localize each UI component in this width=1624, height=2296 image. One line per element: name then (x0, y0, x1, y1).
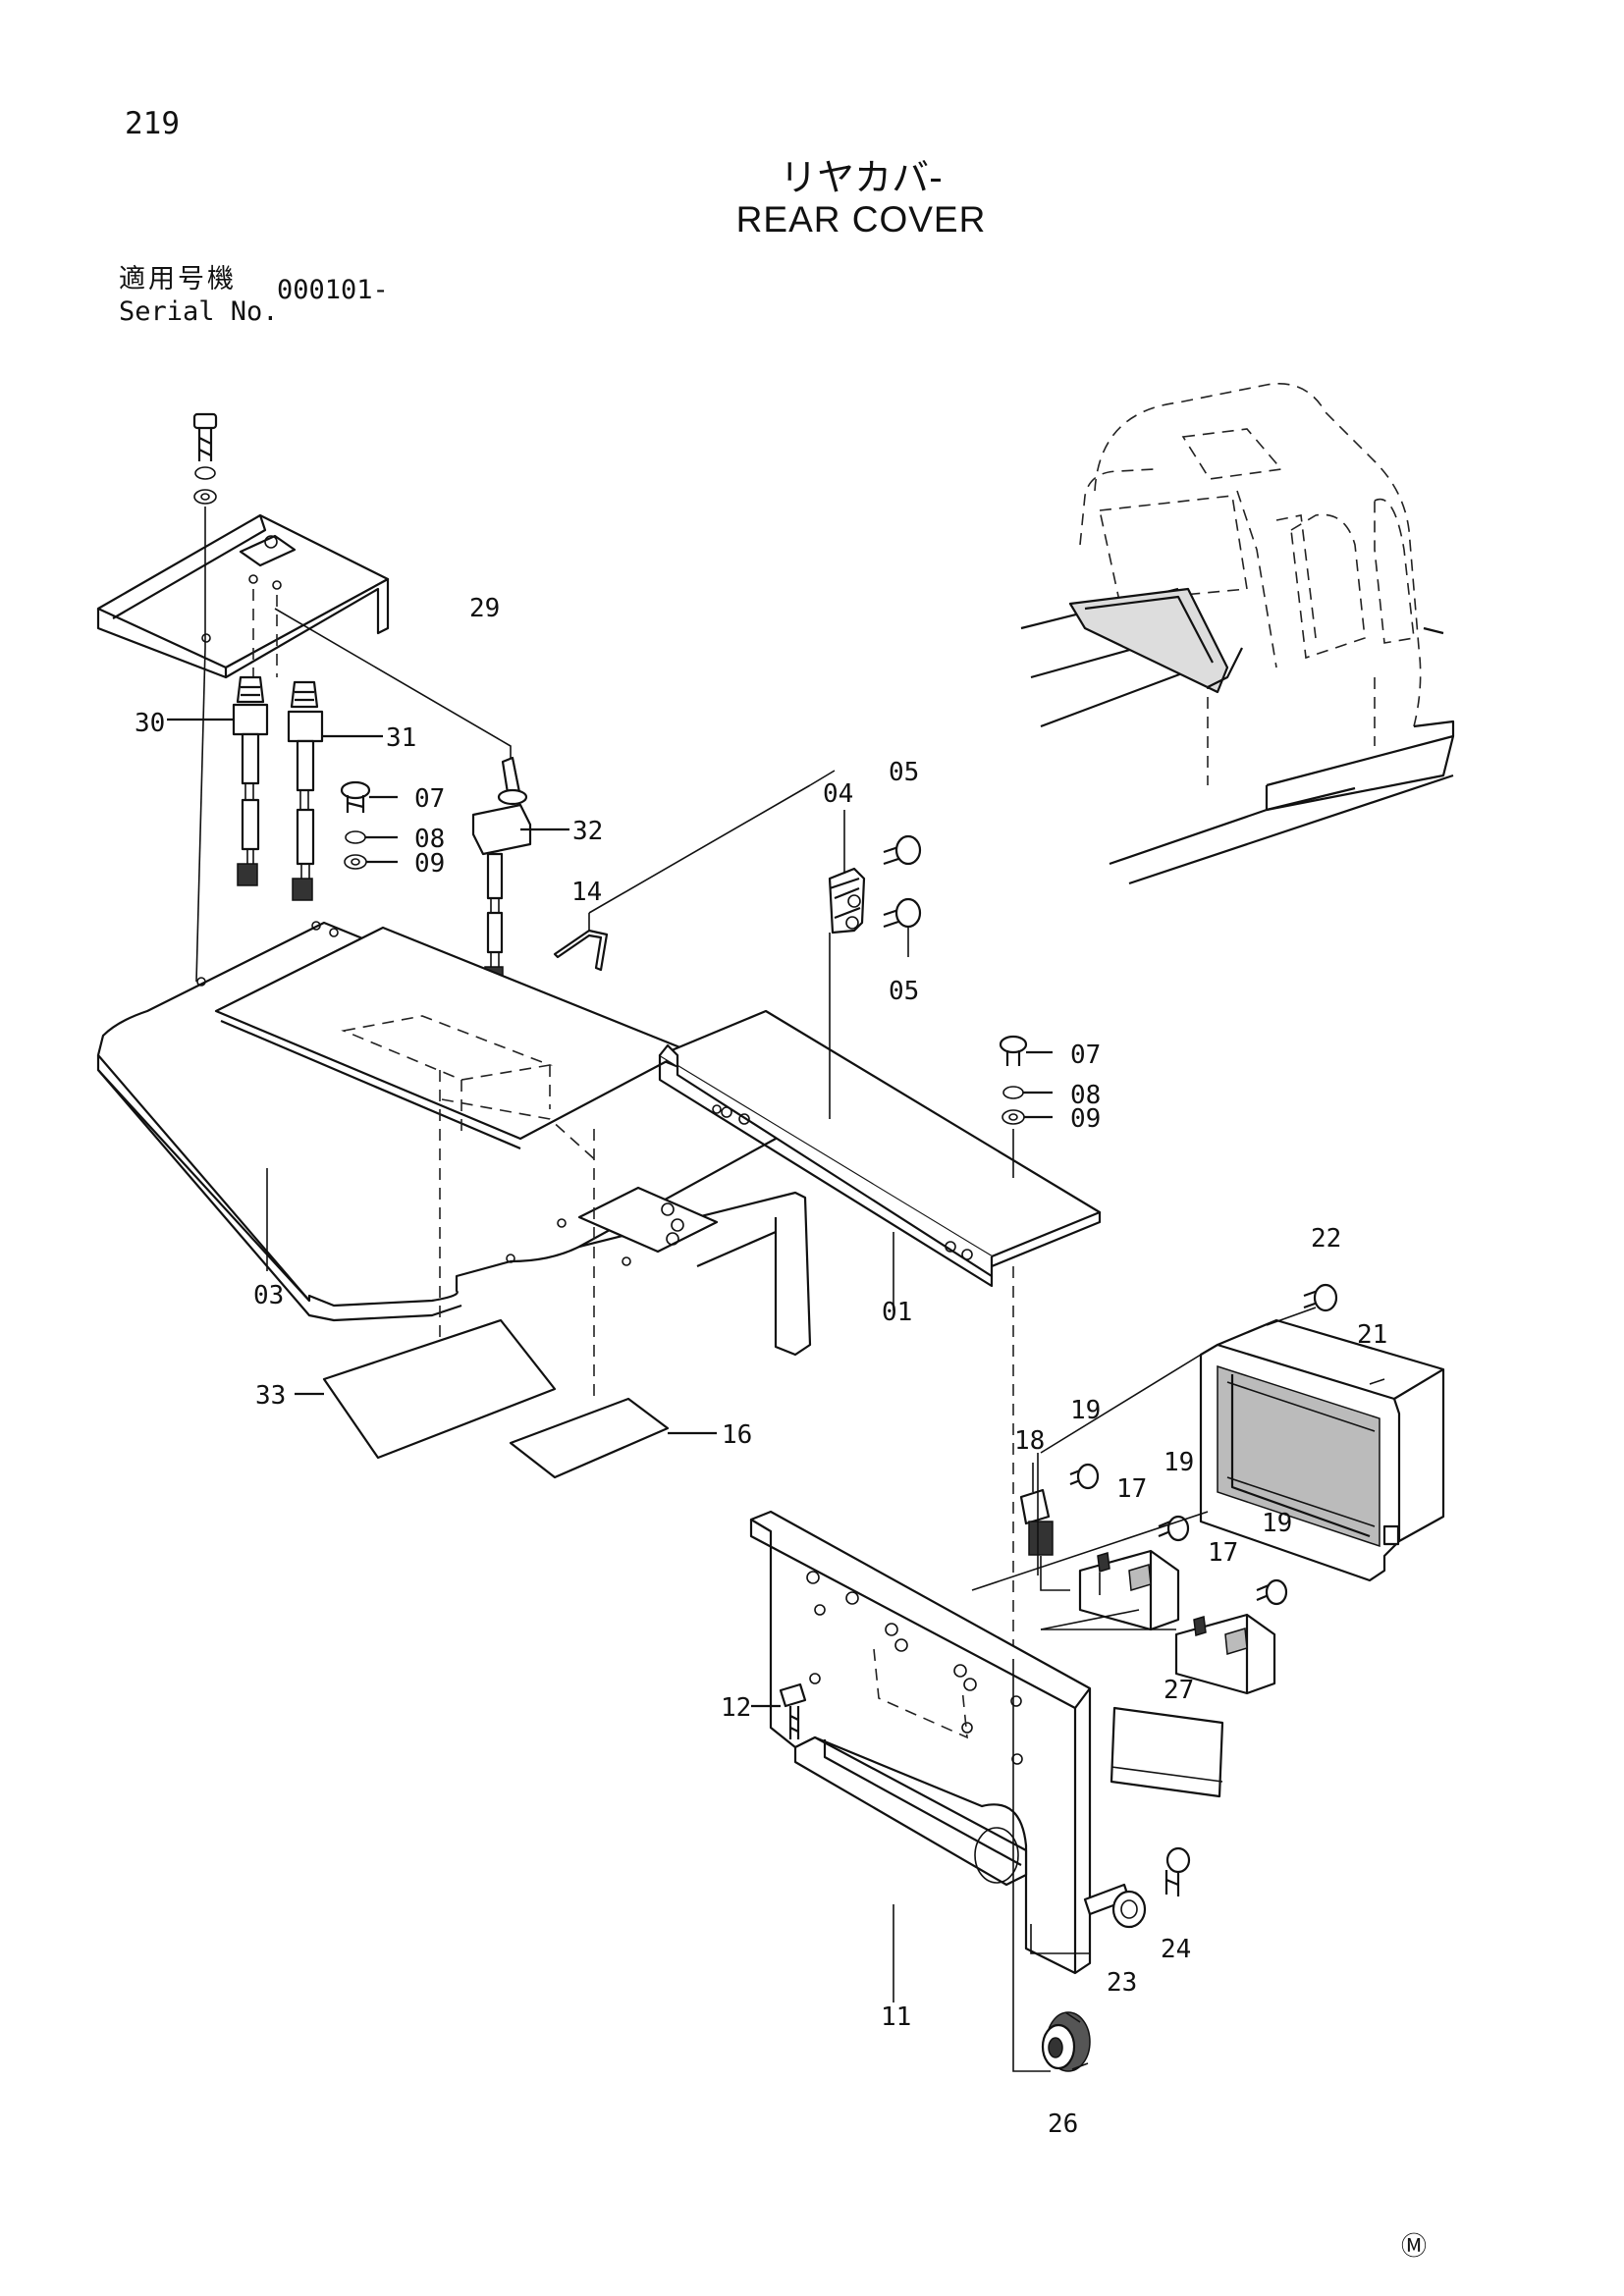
callout-11: 11 (881, 2002, 911, 2032)
part-14-rod (553, 913, 609, 972)
callout-27: 27 (1164, 1676, 1194, 1705)
part-16-sheet (509, 1397, 717, 1479)
callout-07-right: 07 (1070, 1041, 1101, 1070)
callout-32: 32 (572, 817, 603, 846)
part-01-channel (658, 1009, 1102, 1306)
callout-08-right: 08 (1070, 1081, 1101, 1110)
callout-33: 33 (255, 1381, 286, 1411)
part-05-screw-lower (883, 897, 922, 957)
part-27-label (1110, 1706, 1224, 1798)
callout-19-c: 19 (1262, 1509, 1292, 1538)
callout-30: 30 (135, 709, 165, 738)
callout-05-upper: 05 (889, 758, 919, 787)
serial-number-value: 000101- (277, 275, 389, 305)
callout-29: 29 (469, 594, 500, 623)
callout-24: 24 (1161, 1935, 1191, 1964)
callout-19-b: 19 (1164, 1448, 1194, 1477)
part-12-bolt (751, 1682, 807, 1739)
callout-05-lower: 05 (889, 977, 919, 1006)
callout-14: 14 (571, 878, 602, 907)
part-05-screw-upper (883, 834, 922, 866)
callout-04: 04 (823, 779, 853, 809)
corner-mark-symbol: Ⓜ (1401, 2232, 1428, 2262)
cab-inset-illustration (1020, 383, 1455, 885)
serial-label-english: Serial No. (119, 296, 279, 327)
screw-stack-left (340, 780, 398, 870)
page-number: 219 (125, 106, 180, 141)
callout-09-right: 09 (1070, 1104, 1101, 1134)
part-17-switch-a (1078, 1549, 1180, 1631)
callout-17-b: 17 (1208, 1538, 1238, 1568)
part-21-lamp (1199, 1318, 1445, 1582)
part-17-switch-b (1041, 1613, 1276, 1695)
part-30-switch (167, 675, 269, 886)
part-03-base-plate (96, 921, 812, 1357)
callout-16: 16 (722, 1420, 752, 1450)
callout-12: 12 (721, 1693, 751, 1723)
part-04-latch (828, 810, 866, 1119)
part-11-bracket (749, 1510, 1092, 2002)
part-19-screw-a (1069, 1463, 1100, 1490)
part-19-screw-c (1256, 1578, 1288, 1606)
callout-31: 31 (386, 723, 416, 753)
part-29-bracket (96, 513, 390, 679)
callout-03: 03 (253, 1281, 284, 1310)
callout-17-a: 17 (1116, 1474, 1147, 1504)
callout-09-left: 09 (414, 849, 445, 879)
serial-label-japanese: 適用号機 (119, 264, 237, 294)
title-english: REAR COVER (735, 199, 987, 240)
callout-19-a: 19 (1070, 1396, 1101, 1425)
callout-18: 18 (1014, 1426, 1045, 1456)
title-japanese: リヤカバ- (780, 156, 943, 199)
part-33-sheet (295, 1318, 557, 1460)
callout-08-left: 08 (414, 825, 445, 854)
part-22-screw (1266, 1283, 1338, 1326)
callout-21: 21 (1357, 1320, 1387, 1350)
part-31-switch (287, 680, 383, 901)
callout-01: 01 (882, 1298, 912, 1327)
part-32-toggle-switch (471, 756, 569, 989)
top-screw-stack (192, 412, 218, 648)
callout-labels: 29 30 31 07 08 09 32 14 04 05 05 07 08 0… (135, 594, 1387, 2139)
callout-23: 23 (1107, 1968, 1137, 1998)
part-23-clamp (1030, 1883, 1147, 1954)
callout-26: 26 (1048, 2109, 1078, 2139)
callout-22: 22 (1311, 1224, 1341, 1254)
callout-07-left: 07 (414, 784, 445, 814)
part-18-connector (1019, 1463, 1070, 1591)
part-26-grommet (1012, 1659, 1091, 2072)
screw-stack-right (999, 1035, 1053, 1178)
part-24-screw (1164, 1846, 1191, 1896)
